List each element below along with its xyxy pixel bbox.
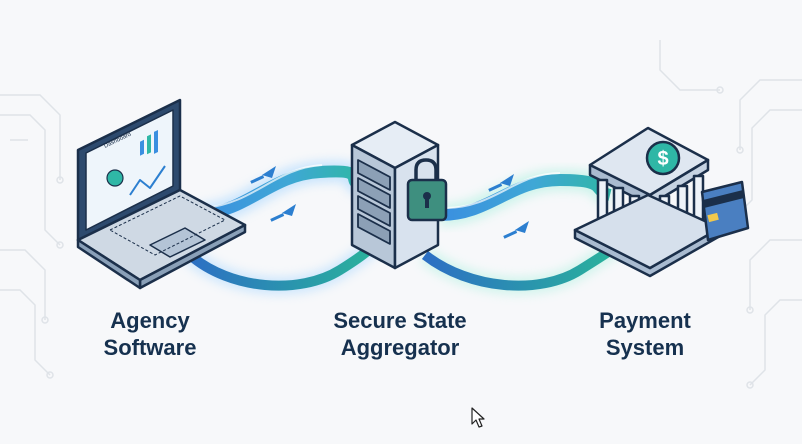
flow-upper-left [198, 160, 366, 226]
label-line: Agency [110, 308, 190, 333]
bank-icon: $ [573, 126, 750, 278]
server-lock-icon [350, 120, 448, 270]
label-secure-state-aggregator: Secure State Aggregator [305, 307, 495, 361]
mouse-pointer-icon [471, 407, 485, 428]
flow-arrows [250, 166, 529, 239]
flow-lower-right [419, 236, 625, 295]
label-line: Secure State [333, 308, 467, 333]
credit-card-icon [700, 180, 750, 242]
dashboard-bars [140, 129, 158, 156]
circuit-traces-left [0, 94, 64, 379]
label-line: System [605, 335, 685, 360]
flow-upper-right [439, 168, 614, 226]
dollar-symbol: $ [657, 148, 668, 170]
label-line: Payment [599, 308, 691, 333]
label-agency-software: Agency Software [70, 307, 230, 361]
label-payment-system: Payment System [565, 307, 725, 361]
label-line: Aggregator [340, 335, 460, 360]
label-line: Software [103, 335, 197, 360]
laptop-icon: Dashboard [76, 98, 247, 290]
